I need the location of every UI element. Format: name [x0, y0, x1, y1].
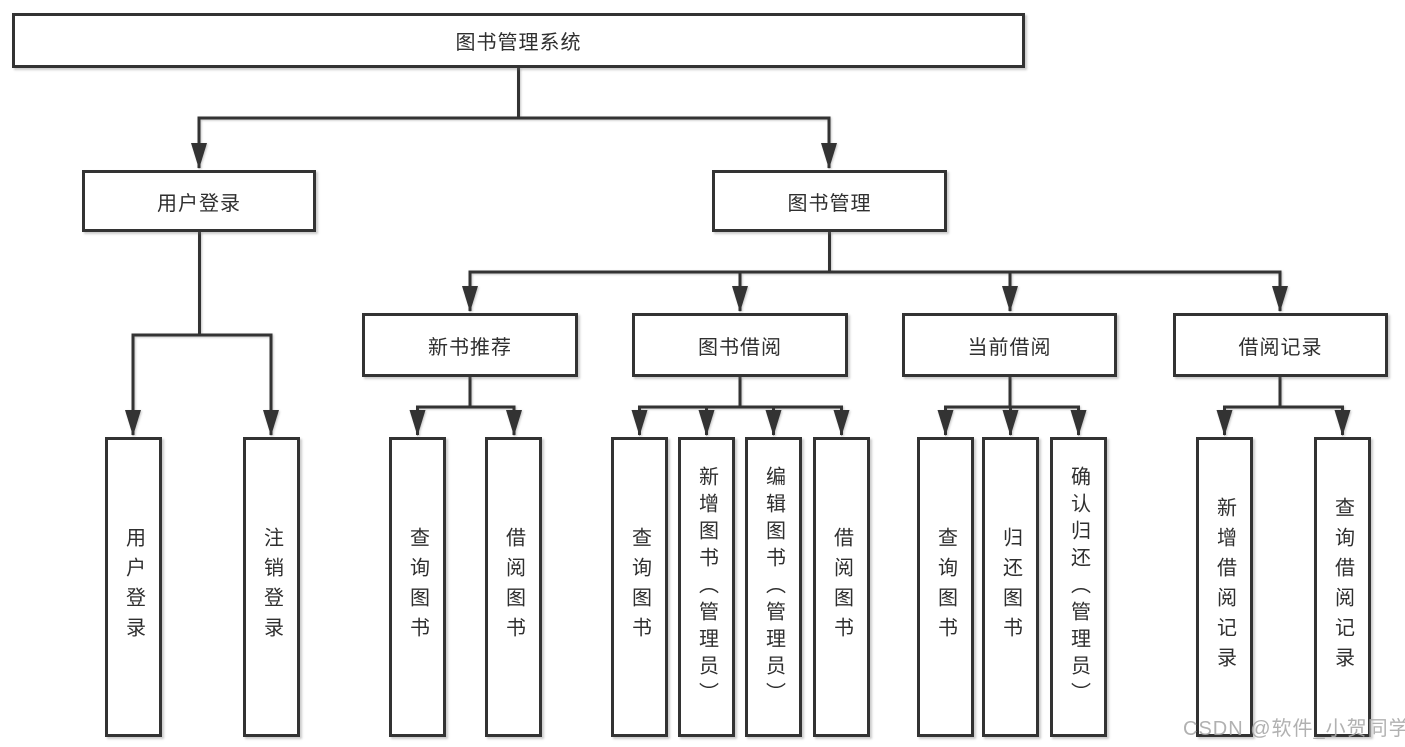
node-book-management-label: 图书管理: [787, 192, 872, 215]
connector-book-borrow-to-leaves: [631, 377, 850, 436]
node-current-borrow-label: 当前借阅: [967, 336, 1052, 359]
leaf-add-book-admin-label: 新增图书（管理员）: [695, 465, 718, 709]
leaf-confirm-return-admin-label: 确认归还（管理员）: [1067, 465, 1090, 709]
node-book-borrow: 图书借阅: [632, 313, 848, 377]
node-root-label: 图书管理系统: [455, 32, 582, 54]
connector-current-borrow-to-leaves: [937, 377, 1087, 436]
leaf-add-borrow-record-label: 新增借阅记录: [1213, 497, 1236, 677]
node-book-borrow-label: 图书借阅: [698, 336, 782, 359]
leaf-borrow-book-1-label: 借阅图书: [502, 527, 525, 647]
connector-user-login-to-leaves: [125, 232, 279, 436]
connector-book-management-to-level3: [462, 232, 1288, 312]
leaf-query-borrow-record-label: 查询借阅记录: [1331, 497, 1354, 677]
node-root: 图书管理系统: [12, 13, 1025, 68]
node-user-login: 用户登录: [82, 170, 316, 232]
leaf-user-login: 用户登录: [105, 437, 162, 737]
leaf-user-login-label: 用户登录: [122, 527, 145, 647]
leaf-borrow-book-2-label: 借阅图书: [830, 527, 853, 647]
node-new-book-recommend: 新书推荐: [362, 313, 578, 377]
leaf-return-book-label: 归还图书: [999, 527, 1022, 647]
node-book-management: 图书管理: [712, 170, 947, 232]
leaf-return-book: 归还图书: [982, 437, 1039, 737]
leaf-query-book-1: 查询图书: [389, 437, 446, 737]
leaf-add-book-admin: 新增图书（管理员）: [678, 437, 735, 737]
connector-root-to-level2: [191, 68, 837, 169]
leaf-confirm-return-admin: 确认归还（管理员）: [1050, 437, 1107, 737]
leaf-add-borrow-record: 新增借阅记录: [1196, 437, 1253, 737]
leaf-query-book-1-label: 查询图书: [406, 527, 429, 647]
leaf-query-book-3: 查询图书: [917, 437, 974, 737]
node-user-login-label: 用户登录: [157, 192, 241, 215]
node-borrow-record: 借阅记录: [1173, 313, 1388, 377]
node-new-book-recommend-label: 新书推荐: [428, 336, 512, 359]
csdn-watermark: CSDN @软件_小贺同学: [1183, 718, 1405, 740]
node-borrow-record-label: 借阅记录: [1238, 336, 1323, 359]
leaf-edit-book-admin: 编辑图书（管理员）: [745, 437, 802, 737]
leaf-logout-login-label: 注销登录: [260, 527, 283, 647]
node-current-borrow: 当前借阅: [902, 313, 1117, 377]
connector-borrow-record-to-leaves: [1216, 377, 1351, 436]
leaf-query-borrow-record: 查询借阅记录: [1314, 437, 1371, 737]
leaf-logout-login: 注销登录: [243, 437, 300, 737]
leaf-query-book-3-label: 查询图书: [934, 527, 957, 647]
leaf-borrow-book-2: 借阅图书: [813, 437, 870, 737]
leaf-query-book-2: 查询图书: [611, 437, 668, 737]
connector-new-book-recommend-to-leaves: [409, 377, 522, 436]
leaf-query-book-2-label: 查询图书: [628, 527, 651, 647]
leaf-edit-book-admin-label: 编辑图书（管理员）: [762, 465, 785, 709]
leaf-borrow-book-1: 借阅图书: [485, 437, 542, 737]
